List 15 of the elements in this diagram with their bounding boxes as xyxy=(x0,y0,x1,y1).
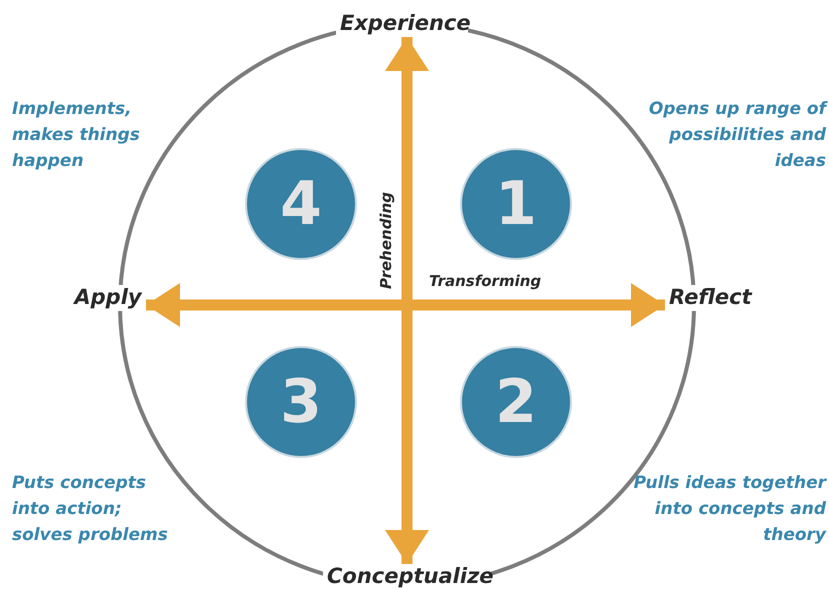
axis-label: Conceptualize xyxy=(323,564,491,589)
edge-label: Transforming xyxy=(429,272,542,290)
numbered-circle: 4 xyxy=(245,148,357,260)
node-label: Apply xyxy=(74,285,142,309)
numbered-circle: 3 xyxy=(245,346,357,458)
double-arrow xyxy=(146,283,665,327)
quadrant-note: Pulls ideas together into concepts and theory xyxy=(632,472,826,547)
numbered-circle: 1 xyxy=(460,148,572,260)
double-arrow xyxy=(385,37,429,564)
quadrant-note: Puts concepts into action; solves problems xyxy=(12,472,169,547)
axis-label: Experience xyxy=(336,11,468,37)
numbered-circle: 2 xyxy=(460,346,572,458)
quadrant-note: Opens up range of possibilities and ideas xyxy=(648,98,826,173)
edge-label: Prehending xyxy=(377,192,395,289)
quadrant-note: Implements, makes things happen xyxy=(12,98,141,173)
